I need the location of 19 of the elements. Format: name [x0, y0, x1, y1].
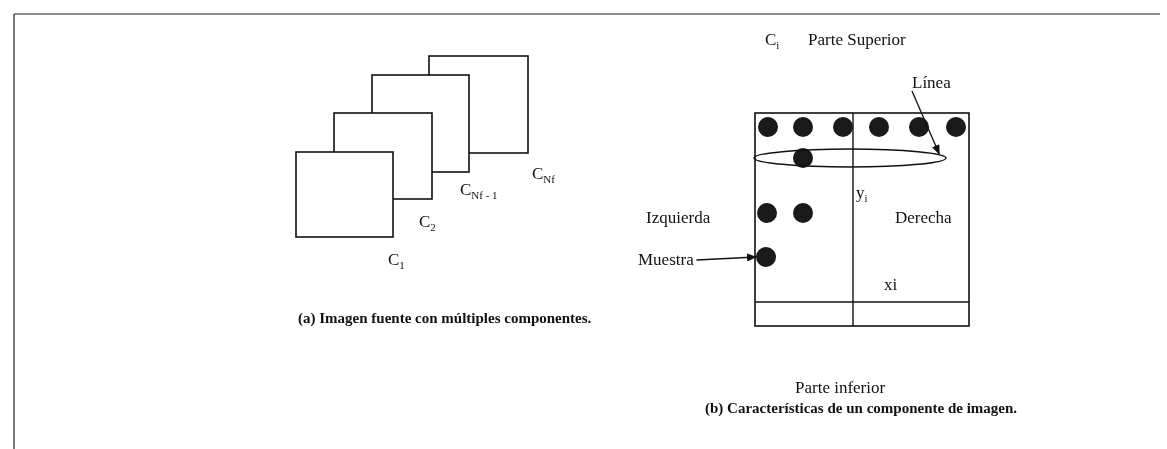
coordinate-label: y$_{i}$ [856, 183, 868, 207]
sample-dot [756, 247, 776, 267]
leader-arrow [695, 253, 757, 262]
coordinate-label: xi [884, 275, 898, 295]
component-label: C$_{1}$ [388, 250, 405, 274]
component-label: C$_{Nf}$ [532, 164, 555, 188]
component-label: C$_{Nf - 1}$ [460, 180, 498, 204]
region-label: Izquierda [646, 208, 711, 228]
region-label: Parte Superior [808, 30, 906, 50]
caption: (a) Imagen fuente con múltiples componentes. [298, 309, 592, 328]
caption: (b) Características de un componente de imagen. [705, 399, 1018, 418]
callout-label: Línea [912, 73, 951, 93]
component-label: C$_{i}$ [765, 30, 780, 54]
leader-arrow [911, 90, 940, 155]
component-label: C$_{2}$ [419, 212, 436, 236]
region-label: Derecha [895, 208, 952, 228]
region-label: Parte inferior [795, 378, 886, 398]
callout-label: Muestra [638, 250, 694, 270]
line-ellipse [753, 148, 947, 168]
